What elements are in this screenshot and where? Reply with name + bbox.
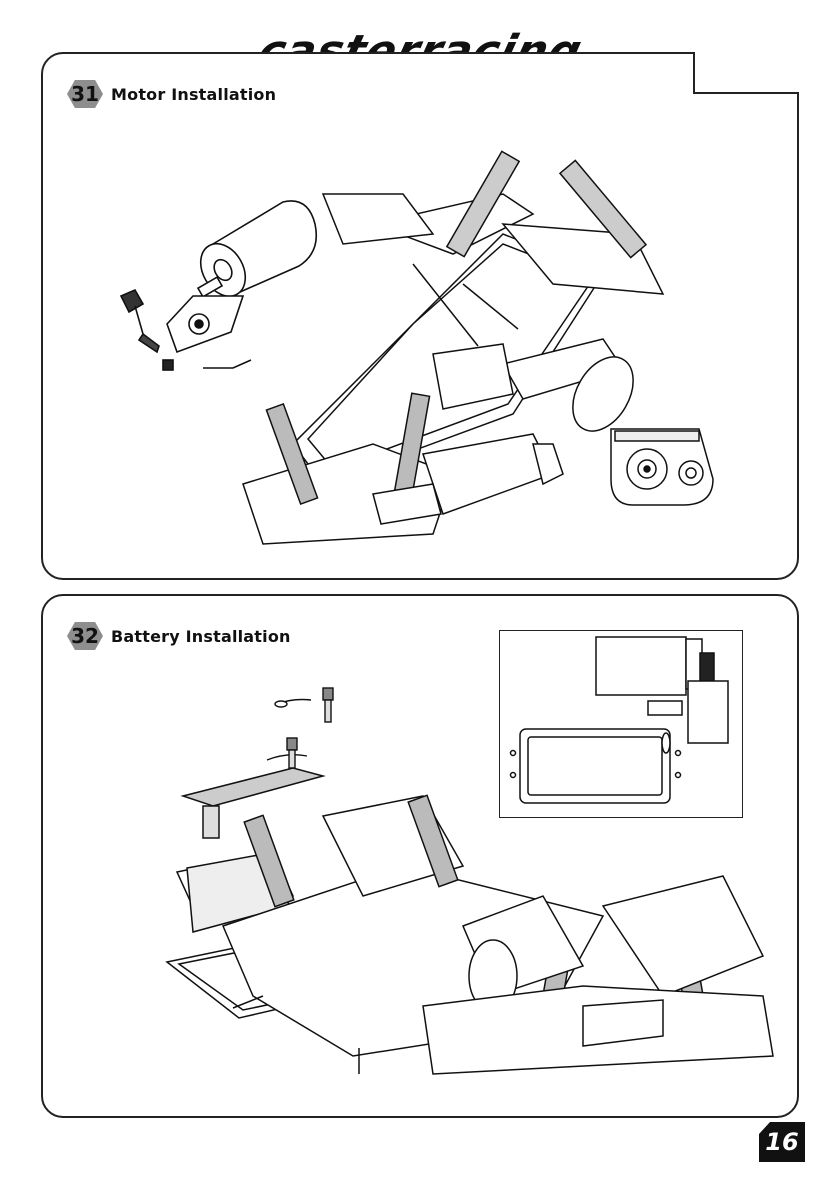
step-31-badge: 31 xyxy=(67,80,103,108)
pinion-detail-illustration xyxy=(603,419,723,509)
step-31-panel: 31 Motor Installation xyxy=(41,52,799,580)
page-number: 16 xyxy=(759,1122,805,1162)
step-32-header: 32 Battery Installation xyxy=(67,622,291,650)
corner-label-box xyxy=(693,52,799,94)
chassis-illustration-step32 xyxy=(163,756,783,1076)
step-32-badge: 32 xyxy=(67,622,103,650)
step-32-panel: 32 Battery Installation xyxy=(41,594,799,1118)
page-number-badge: 16 xyxy=(759,1122,805,1162)
step-32-title: Battery Installation xyxy=(111,627,291,646)
step-31-header: 31 Motor Installation xyxy=(67,80,276,108)
step-31-title: Motor Installation xyxy=(111,85,276,104)
